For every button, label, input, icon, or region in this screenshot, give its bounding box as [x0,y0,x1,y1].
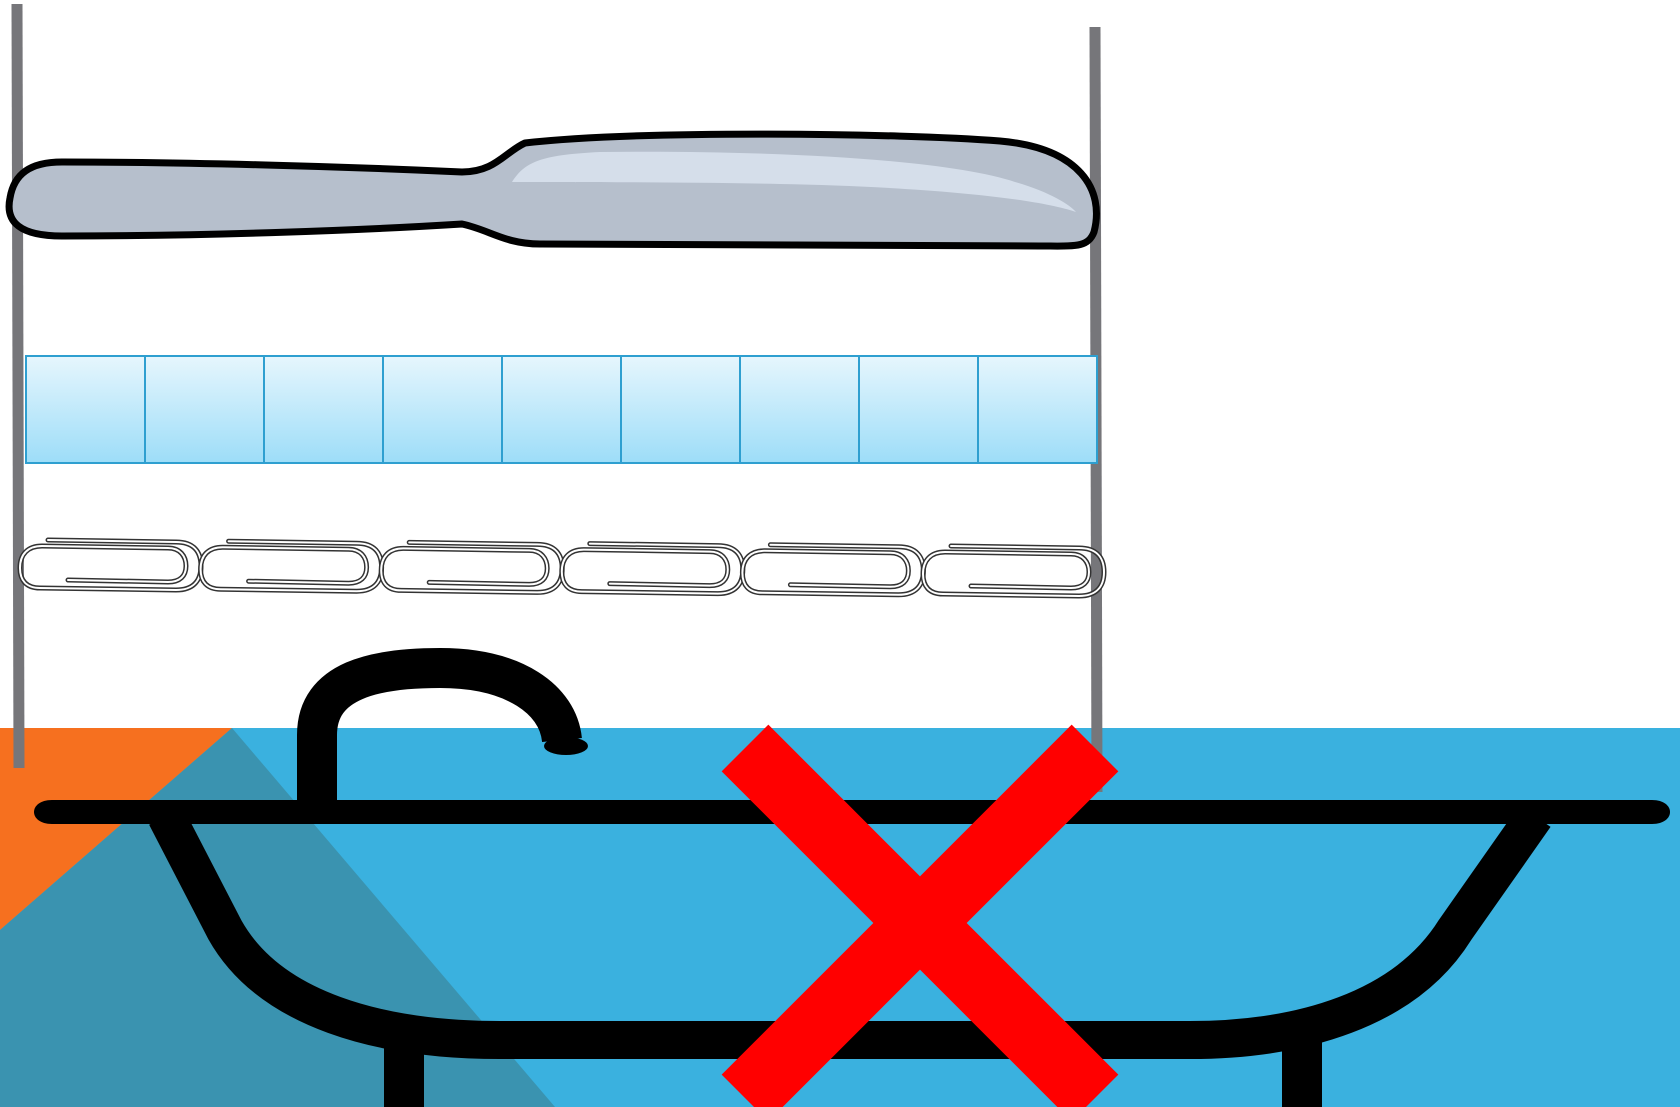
unit-cube [977,355,1098,464]
unit-cube [25,355,146,464]
unit-cube [739,355,860,464]
bathtub-leg-left [384,1040,424,1107]
paper-clip-icon [378,539,565,595]
paper-clip-icon [17,537,204,593]
knife-icon [5,130,1100,250]
unit-cubes-row [25,355,1098,464]
measure-start-line [11,3,25,769]
red-x-stroke-2 [721,724,1119,1107]
unit-cube [501,355,622,464]
unit-cube [620,355,741,464]
bathtub-faucet [297,647,582,812]
bathtub-faucet-spout [544,737,588,755]
unit-cube [858,355,979,464]
paper-clip-icon [198,538,385,594]
red-x-icon [721,724,1119,1107]
paper-clip-icon [920,543,1107,599]
paper-clip-icon [559,541,746,597]
paper-clips-row [17,537,1107,599]
bathtub-leg-right [1282,1040,1322,1107]
unit-cube [382,355,503,464]
paper-clip-icon [739,542,926,598]
knife-blade-highlight [512,151,1076,212]
bathtub-basin [149,805,1551,1059]
unit-cube [263,355,384,464]
unit-cube [144,355,265,464]
